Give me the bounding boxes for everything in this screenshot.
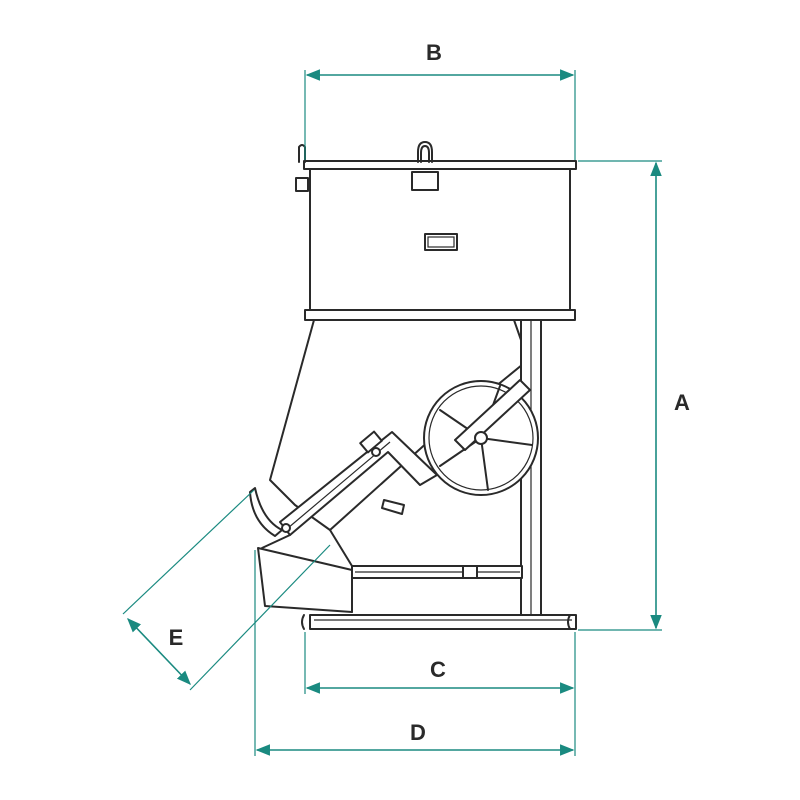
dimension-label-C: C [430, 657, 446, 682]
top-rim [303, 160, 577, 170]
label-plate [424, 233, 458, 251]
dimension-A: A [578, 160, 690, 631]
middle-flange [304, 309, 576, 321]
hand-wheel-icon [423, 379, 539, 496]
dimension-lines: B A C D E [122, 40, 690, 756]
bucket-body [249, 141, 577, 630]
dimension-label-A: A [674, 390, 690, 415]
dimension-label-B: B [426, 40, 442, 65]
base-skid [301, 614, 577, 630]
lower-brace [329, 529, 523, 613]
dimension-B: B [304, 40, 576, 160]
gate-lever-arm [261, 430, 438, 549]
dimension-label-D: D [410, 720, 426, 745]
dimension-D: D [254, 550, 576, 756]
dimension-E: E [122, 489, 331, 691]
dimension-label-E: E [169, 625, 184, 650]
lifting-shackle-icon [411, 141, 439, 191]
dimension-C: C [304, 632, 576, 694]
